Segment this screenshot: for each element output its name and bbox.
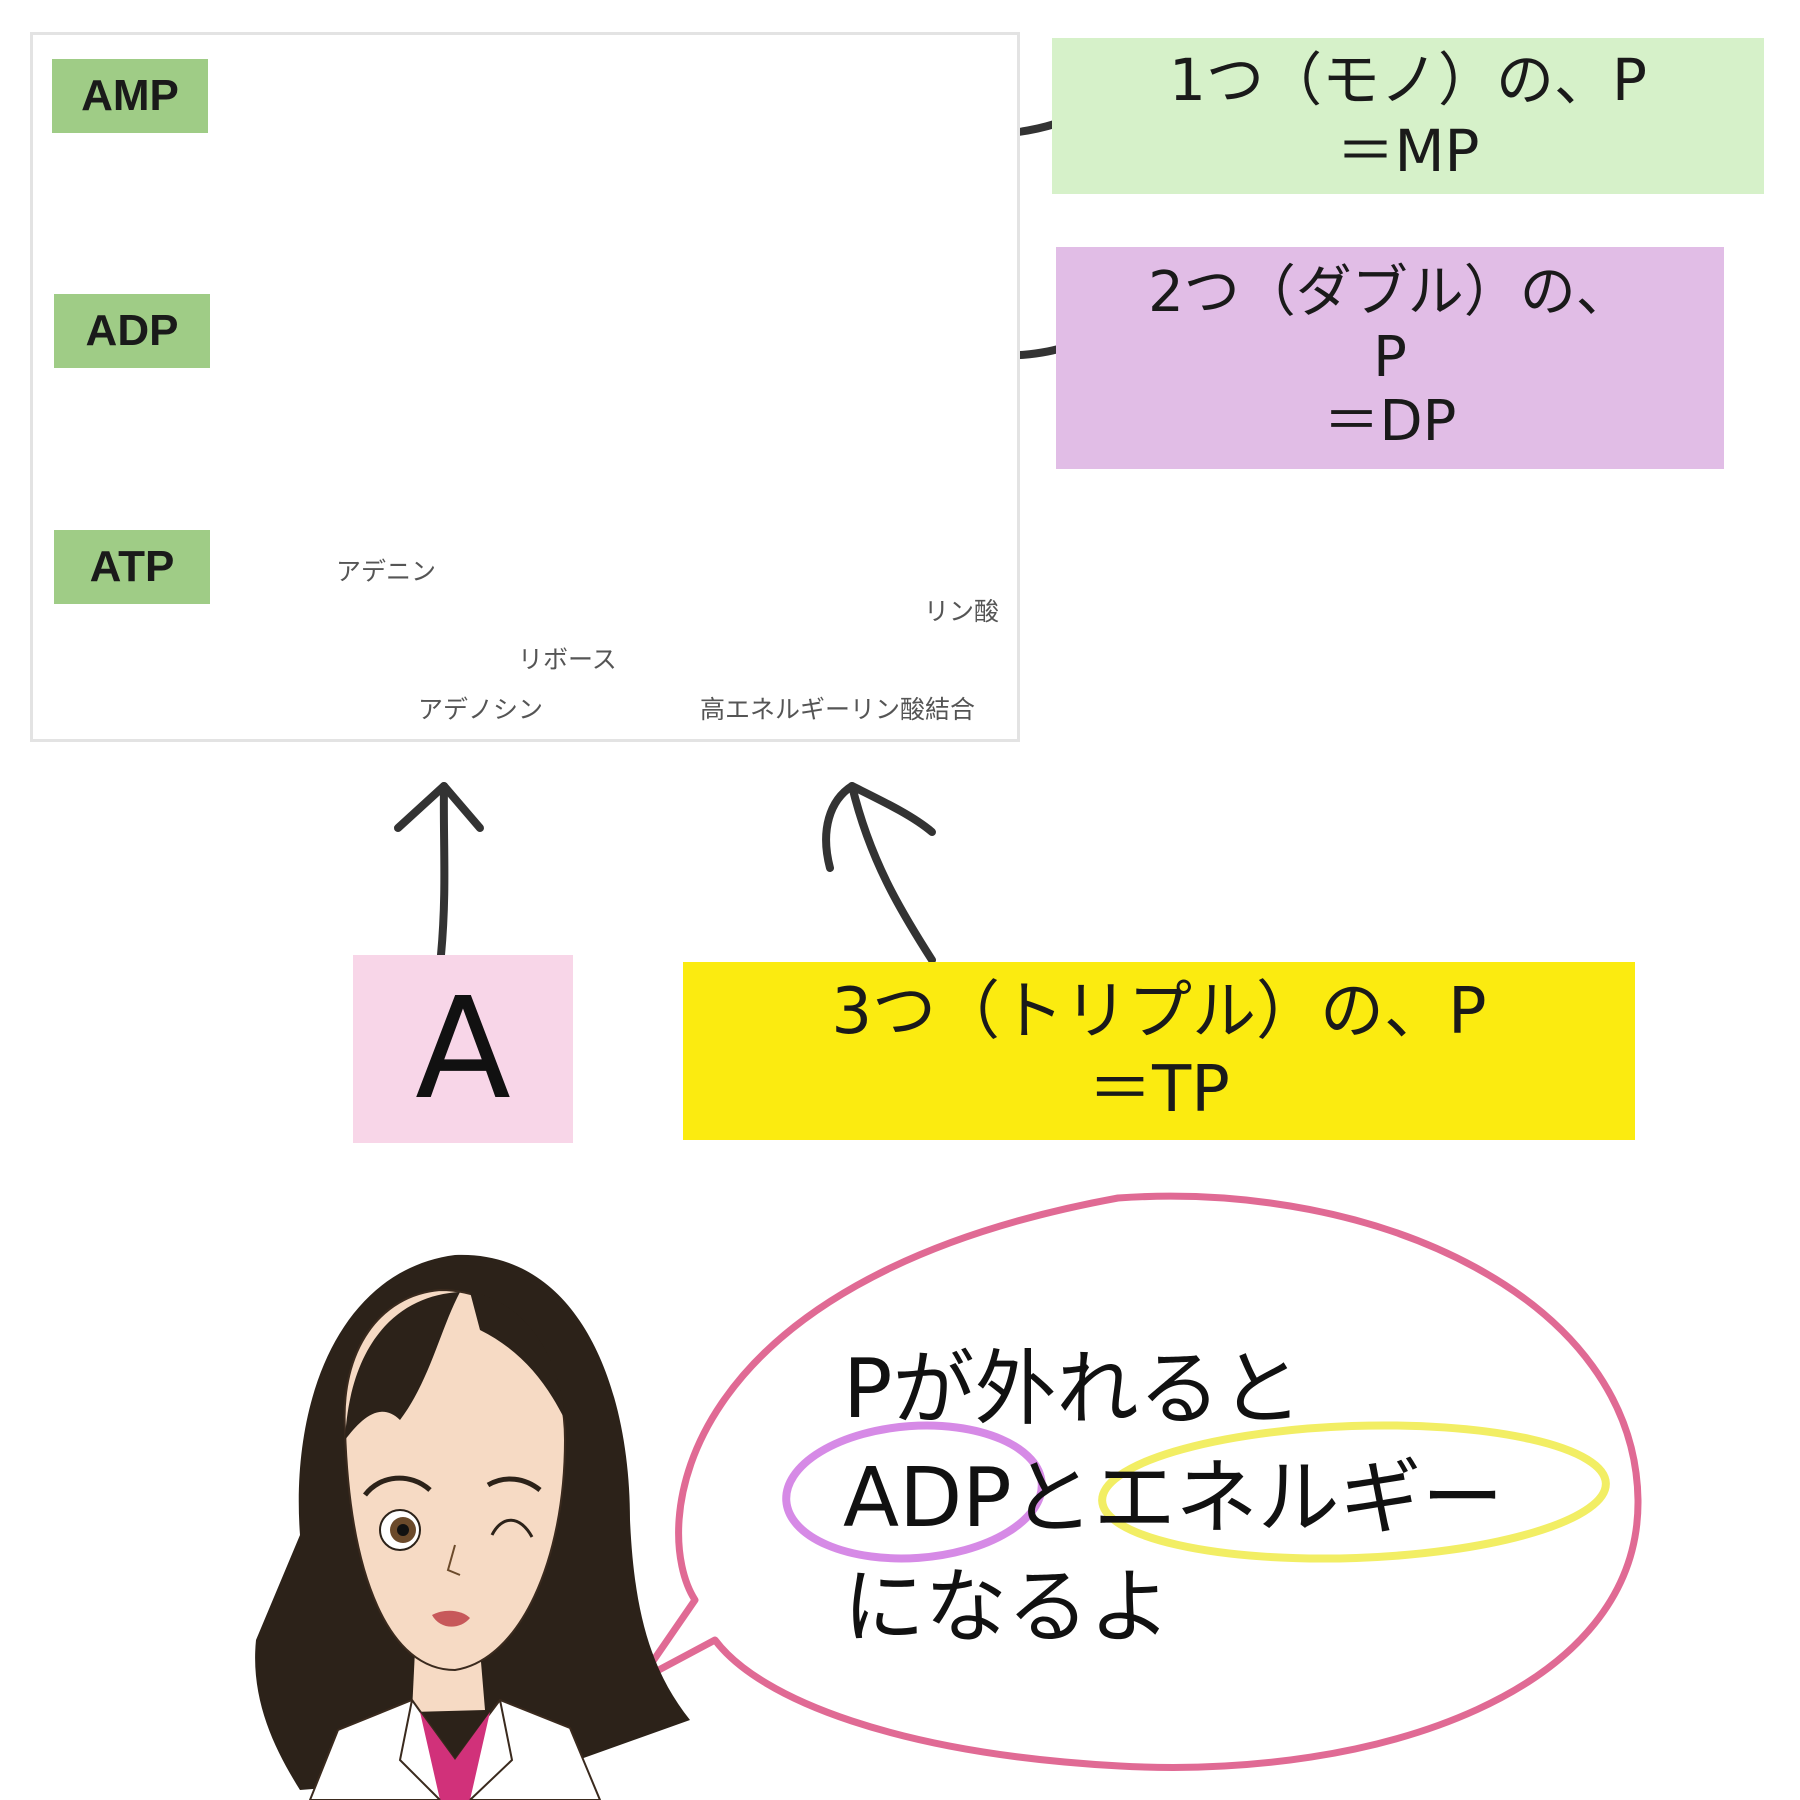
high-energy-bond-label: 高エネルギーリン酸結合 <box>700 695 976 724</box>
double-phosphate-note: 2つ（ダブル）の、 P ＝DP <box>1056 247 1724 469</box>
arrow-a-to-adenosine <box>394 782 484 959</box>
adp-label: ADP <box>54 294 210 368</box>
adp-highlight-circle <box>782 1421 1046 1563</box>
note-line: ＝TP <box>1088 1053 1230 1127</box>
note-line: 2つ（ダブル）の、 <box>1148 260 1632 326</box>
ribose-label: リボース <box>518 645 617 674</box>
doctor-character-illustration <box>255 1254 690 1800</box>
speech-line: になるよ <box>843 1560 1172 1656</box>
mono-phosphate-note: 1つ（モノ）の、P ＝MP <box>1052 38 1764 194</box>
speech-bubble <box>636 1192 1642 1771</box>
amp-label: AMP <box>52 59 208 133</box>
note-line: ＝MP <box>1336 117 1480 185</box>
note-line: ＝DP <box>1323 389 1457 455</box>
speech-text: Pが外れると ADPとエネルギー になるよ <box>843 1335 1643 1662</box>
arrow-tp-to-phosphates <box>822 782 936 964</box>
phosphate-label: リン酸 <box>924 597 1000 626</box>
adenosine-label: アデノシン <box>418 695 544 724</box>
triple-phosphate-note: 3つ（トリプル）の、P ＝TP <box>683 962 1635 1140</box>
note-line: 3つ（トリプル）の、P <box>831 974 1487 1049</box>
nucleotide-diagram-panel <box>30 32 1020 742</box>
note-line: P <box>1373 324 1407 390</box>
adenine-label: アデニン <box>336 557 437 586</box>
energy-highlight-circle <box>1098 1421 1610 1563</box>
adenosine-a-box: A <box>353 955 573 1143</box>
speech-line: Pが外れると <box>843 1342 1303 1437</box>
speech-line: ADPとエネルギー <box>843 1451 1504 1547</box>
note-line: 1つ（モノ）の、P <box>1169 46 1647 115</box>
atp-label: ATP <box>54 530 210 604</box>
